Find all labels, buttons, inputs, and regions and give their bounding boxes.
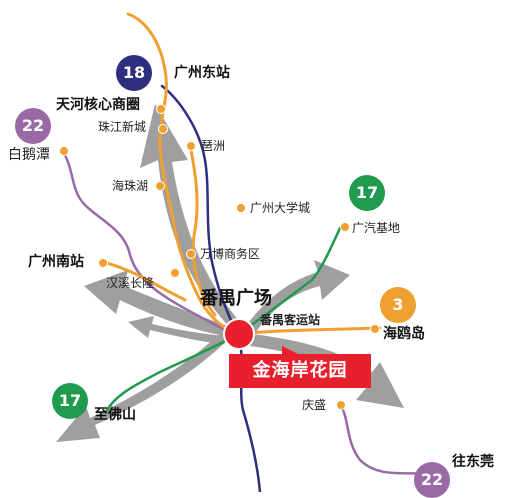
label-hanxi: 汉溪长隆 bbox=[106, 276, 155, 290]
line-22-top bbox=[60, 148, 234, 336]
project-sign: 金海岸花园 bbox=[229, 354, 371, 388]
label-wanbo: 万博商务区 bbox=[200, 247, 261, 261]
direction-arrows bbox=[56, 104, 404, 442]
label-university: 广州大学城 bbox=[250, 201, 311, 215]
label-haizhuhu: 海珠湖 bbox=[112, 179, 149, 193]
label-baietan: 白鹅潭 bbox=[8, 147, 50, 163]
arrow-west-icon bbox=[128, 316, 226, 344]
station-dot-guangzhou-south bbox=[98, 258, 108, 268]
line-17-badge-left: 17 bbox=[52, 383, 88, 419]
label-panyu-square: 番禺广场 bbox=[200, 288, 272, 309]
station-dot-zhujiang bbox=[158, 124, 168, 134]
label-gac: 广汽基地 bbox=[352, 221, 401, 235]
line-18-badge: 18 bbox=[116, 55, 152, 91]
label-tianhe: 天河核心商圈 bbox=[56, 97, 140, 113]
line-17-badge-right: 17 bbox=[349, 175, 385, 211]
station-dot-pazhou bbox=[186, 141, 196, 151]
station-dot-haiou bbox=[370, 324, 380, 334]
label-qingsheng: 庆盛 bbox=[302, 398, 327, 412]
line-3-east bbox=[236, 326, 382, 336]
label-pazhou: 琶洲 bbox=[201, 139, 226, 153]
arrow-northwest-icon bbox=[84, 270, 228, 336]
line-17-left bbox=[104, 332, 240, 414]
station-dot-haizhuhu bbox=[155, 181, 165, 191]
line-3-main bbox=[126, 12, 240, 336]
label-guangzhou-south: 广州南站 bbox=[28, 254, 84, 270]
label-guangzhou-east: 广州东站 bbox=[174, 65, 230, 81]
line-3-pazhou bbox=[188, 143, 217, 317]
line-3-west bbox=[100, 260, 187, 302]
line-18 bbox=[160, 84, 262, 492]
arrow-southwest-icon bbox=[56, 332, 228, 442]
station-dot-tianhe bbox=[156, 104, 166, 114]
label-foshan: 至佛山 bbox=[94, 407, 136, 423]
line-22-badge-top: 22 bbox=[15, 108, 51, 144]
arrow-northeast-icon bbox=[246, 260, 350, 332]
station-circle-icon bbox=[223, 318, 255, 350]
station-dot-university bbox=[236, 203, 246, 213]
arrow-north-icon bbox=[140, 104, 240, 330]
label-haiou: 海鸥岛 bbox=[383, 326, 425, 342]
line-17-right bbox=[236, 226, 342, 336]
line-3-badge: 3 bbox=[380, 287, 416, 323]
station-dot-baietan bbox=[59, 146, 69, 156]
station-dot-gac bbox=[340, 222, 350, 232]
station-dot-hanxi bbox=[170, 268, 180, 278]
label-panyu-bus: 番禺客运站 bbox=[260, 313, 321, 327]
station-dot-qingsheng bbox=[336, 400, 346, 410]
label-dongguan: 往东莞 bbox=[452, 454, 494, 470]
label-zhujiang: 珠江新城 bbox=[98, 120, 147, 134]
line-22-badge-bottom: 22 bbox=[414, 462, 450, 498]
station-dot-wanbo bbox=[186, 249, 196, 259]
